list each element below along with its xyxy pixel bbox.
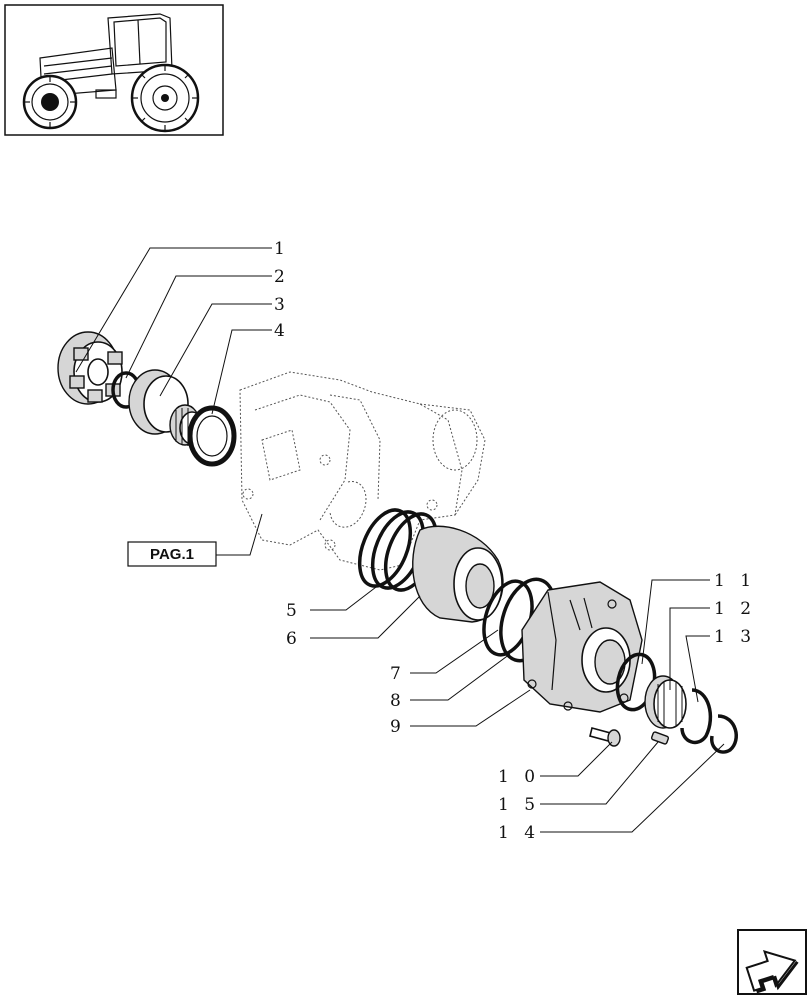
part-6-sleeve-hub[interactable] <box>412 525 504 623</box>
callout-12: 1 2 <box>714 599 756 619</box>
callout-1: 1 <box>274 239 290 259</box>
callout-10: 1 0 <box>498 767 540 787</box>
part-14-circlip[interactable] <box>710 714 738 754</box>
callout-8: 8 <box>390 691 406 711</box>
callout-4: 4 <box>274 321 290 341</box>
part-9-cover-housing[interactable] <box>521 581 643 713</box>
part-4-washer[interactable] <box>187 405 237 467</box>
page-reference-box[interactable]: PAG.1 <box>127 541 217 567</box>
part-12-splined-gear[interactable] <box>644 675 687 729</box>
callout-2: 2 <box>274 267 290 287</box>
callout-7: 7 <box>390 664 406 684</box>
leader-lines <box>75 247 725 833</box>
part-3-bearing-gear[interactable] <box>128 369 205 446</box>
callout-9: 9 <box>390 717 406 737</box>
callout-labels: 1 2 3 4 5 6 7 8 9 1 0 1 1 1 2 1 3 1 4 1 … <box>274 239 756 843</box>
callout-5: 5 <box>286 601 302 621</box>
next-page-arrow-icon <box>745 949 799 994</box>
part-1-coupling[interactable] <box>57 331 123 405</box>
page-reference-label: PAG.1 <box>150 546 194 563</box>
callout-13: 1 3 <box>714 627 756 647</box>
callout-6: 6 <box>286 629 302 649</box>
part-15-key[interactable] <box>650 731 670 745</box>
tractor-icon <box>22 13 200 133</box>
callout-3: 3 <box>274 295 290 315</box>
callout-15: 1 5 <box>498 795 540 815</box>
next-page-button[interactable] <box>737 929 807 995</box>
part-13-snap-ring[interactable] <box>680 688 713 745</box>
part-10-bolt[interactable] <box>589 727 621 747</box>
callout-11: 1 1 <box>714 571 756 591</box>
tractor-thumbnail[interactable] <box>4 4 224 136</box>
callout-14: 1 4 <box>498 823 540 843</box>
